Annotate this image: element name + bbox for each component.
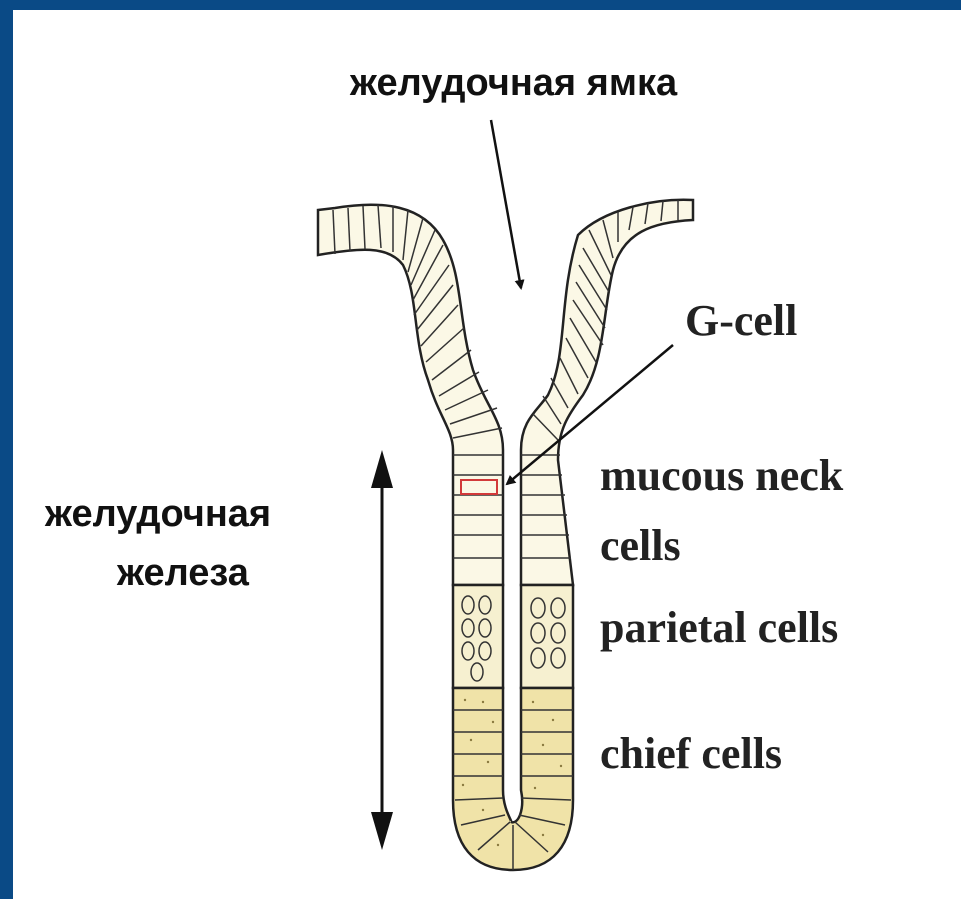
parietal-segment: [453, 585, 503, 688]
g-cell-label: G-cell: [685, 295, 797, 346]
mucous-neck-cells-label-line2: cells: [600, 520, 681, 571]
pit-arrow: [491, 120, 521, 288]
gastric-gland-label-line1: желудочная: [45, 493, 271, 536]
diagram-canvas: желудочная ямка желудочная железа G-cell…: [13, 10, 961, 899]
parietal-cells-label: parietal cells: [600, 602, 838, 653]
gland-extent-arrow: [371, 450, 393, 850]
chief-cells-label: chief cells: [600, 728, 782, 779]
gastric-gland-label-line2: железа: [117, 552, 249, 595]
mucous-neck-cells-label-line1: mucous neck: [600, 450, 843, 501]
gastric-pit-label: желудочная ямка: [350, 62, 677, 105]
